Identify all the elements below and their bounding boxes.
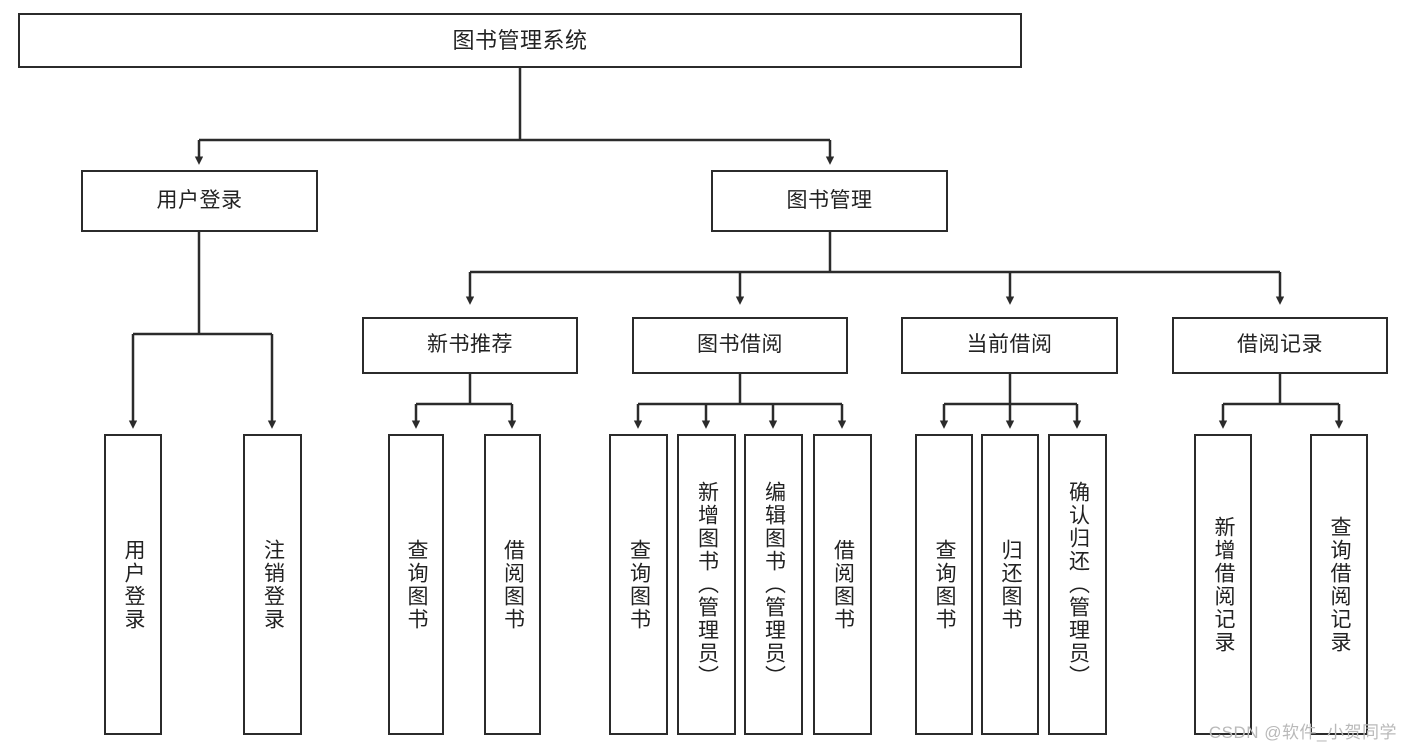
node-label: 借阅图书 [501,538,525,631]
node-borrow-records[interactable]: 借阅记录 [1172,317,1388,374]
leaf-borrow-borrow-book[interactable]: 借阅图书 [813,434,872,735]
node-user-login[interactable]: 用户登录 [81,170,318,232]
node-label: 新书推荐 [427,333,513,357]
leaf-user-login-signin[interactable]: 用户登录 [104,434,162,735]
node-label: 借阅图书 [831,538,855,631]
node-label: 归还图书 [999,538,1023,631]
leaf-current-query-book[interactable]: 查询图书 [915,434,973,735]
node-label: 查询图书 [627,538,651,631]
leaf-borrow-add-book-admin[interactable]: 新增图书（管理员） [677,434,736,735]
node-label: 借阅记录 [1237,333,1323,357]
leaf-borrow-query-book[interactable]: 查询图书 [609,434,668,735]
node-label: 查询借阅记录 [1328,515,1352,654]
leaf-records-add-record[interactable]: 新增借阅记录 [1194,434,1252,735]
leaf-new-books-borrow[interactable]: 借阅图书 [484,434,541,735]
node-label: 当前借阅 [966,333,1053,357]
node-label: 新增图书（管理员） [695,481,719,688]
node-book-management[interactable]: 图书管理 [711,170,948,232]
node-label: 图书管理系统 [452,27,588,53]
node-root-system[interactable]: 图书管理系统 [18,13,1022,68]
node-label: 图书借阅 [697,333,783,357]
leaf-current-return-book[interactable]: 归还图书 [981,434,1039,735]
leaf-new-books-query[interactable]: 查询图书 [388,434,444,735]
node-label: 用户登录 [122,538,146,631]
node-label: 编辑图书（管理员） [762,481,786,688]
node-label: 图书管理 [786,188,873,212]
node-label: 注销登录 [261,538,285,631]
node-new-book-recommend[interactable]: 新书推荐 [362,317,578,374]
leaf-user-login-signout[interactable]: 注销登录 [243,434,302,735]
leaf-records-query-record[interactable]: 查询借阅记录 [1310,434,1368,735]
node-label: 新增借阅记录 [1212,515,1236,654]
node-label: 用户登录 [156,188,243,212]
node-label: 查询图书 [405,538,429,631]
node-current-borrow[interactable]: 当前借阅 [901,317,1118,374]
node-label: 查询图书 [933,538,957,631]
node-label: 确认归还（管理员） [1066,481,1090,688]
node-book-borrow[interactable]: 图书借阅 [632,317,848,374]
leaf-current-confirm-return-admin[interactable]: 确认归还（管理员） [1048,434,1107,735]
leaf-borrow-edit-book-admin[interactable]: 编辑图书（管理员） [744,434,803,735]
